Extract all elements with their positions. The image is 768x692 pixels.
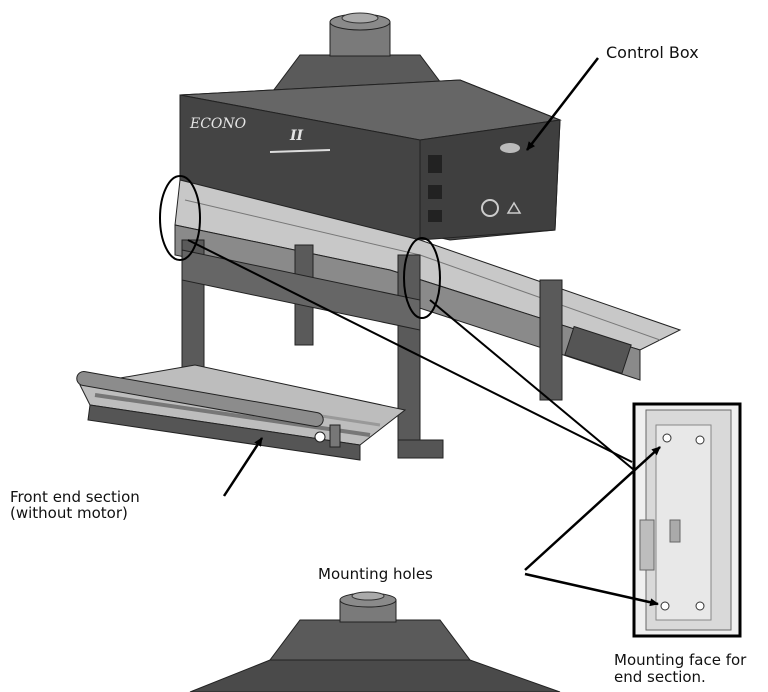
inset-mounting-face <box>632 402 742 638</box>
label-mounting-face: Mounting face for <box>614 651 747 669</box>
callout-right-mount <box>403 237 441 319</box>
label-front-end-section: Front end section <box>10 488 140 506</box>
label-mounting-face-line2: end section. <box>614 668 706 686</box>
label-front-end-note: (without motor) <box>10 504 128 522</box>
top-exhaust <box>269 12 451 96</box>
front-end-section <box>76 364 407 461</box>
label-mounting-holes: Mounting holes <box>318 565 433 583</box>
brand-logo: ECONO <box>189 116 247 132</box>
callout-left-mount <box>159 175 201 261</box>
frame-legs <box>181 239 563 459</box>
lower-machine <box>189 591 561 692</box>
control-box <box>419 119 561 241</box>
label-control-box: Control Box <box>606 43 699 62</box>
model-mark: II <box>289 128 304 144</box>
